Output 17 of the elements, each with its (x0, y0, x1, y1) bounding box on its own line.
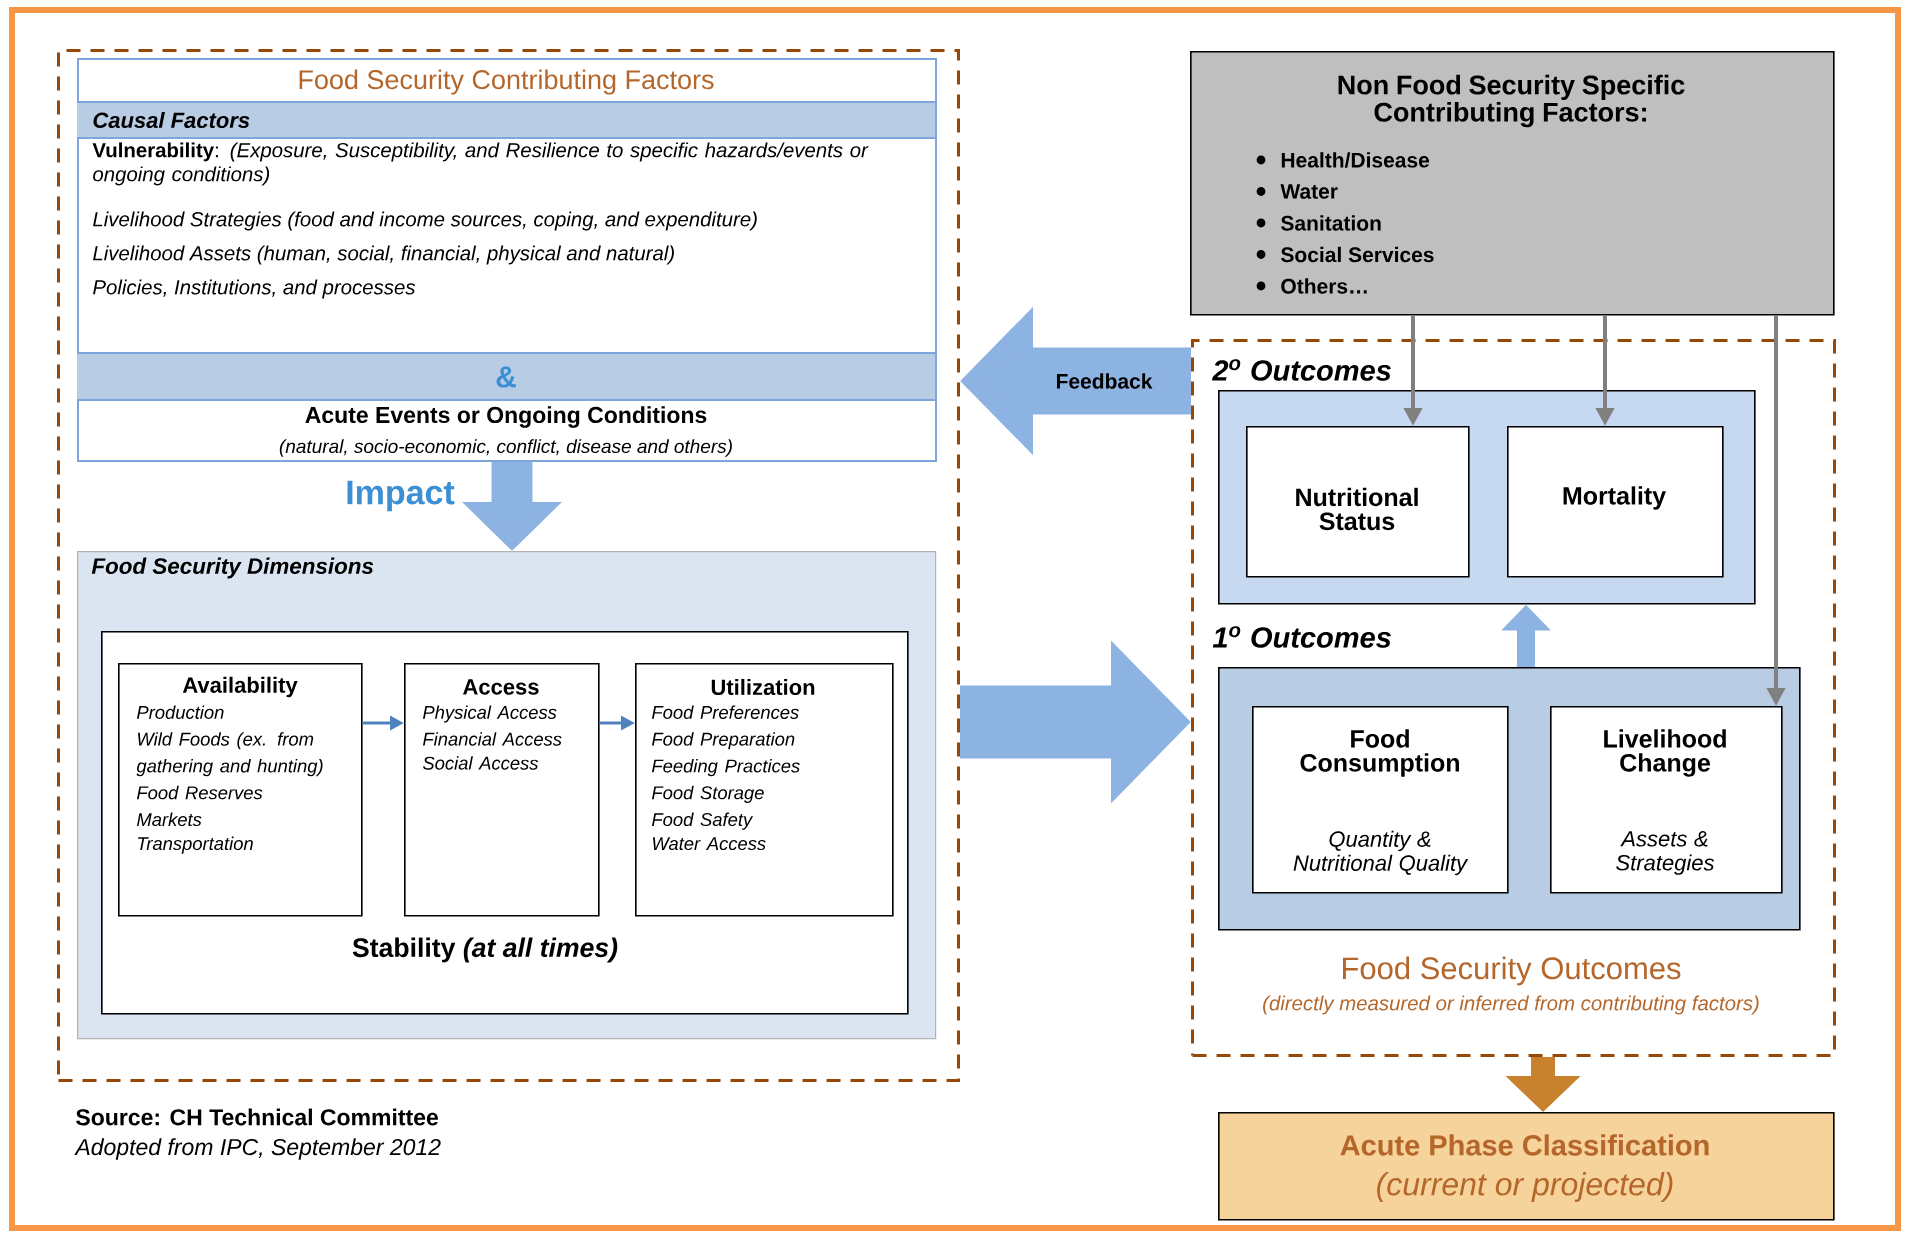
outcome-box: Food Consumption Quantity & Nutritional Quality (1252, 706, 1509, 894)
outcome-box: Nutritional Status (1246, 426, 1470, 578)
edge-label: Feedback (1053, 371, 1155, 391)
dimension-box: Availability Production Wild Foods (ex. from gathering and hunting) Food Reserves Markets Transportation (118, 663, 363, 917)
dimension-box: Access Physical Access Financial Access Social Access (404, 663, 600, 917)
node-label: 2$^{o}$ Outcomes (1211, 359, 1391, 381)
factors-box: Food Security Contributing Factors Causal Factors Vulnerability: (Exposure, Susceptibility, and Resilience to specific hazards/events or ongoing conditions) Livelihood Strategies (food and income sources, coping, and expenditure) Livelihood Assets (human, social, financial, physical and natural) Policies, Institutions, and processes & Acute Events or Ongoing Conditions (natural, socio-economic, conflict, disease and others) (76, 58, 937, 462)
outcome-box: Livelihood Change Assets & Strategies (1550, 706, 1783, 894)
dashed-group-frame (57, 49, 960, 1082)
source-note: Source: CH Technical Committee (76, 1108, 438, 1126)
edge-label: Impact (343, 478, 457, 514)
factors-box: Non Food Security Specific Contributing Factors: Health/Disease Water Sanitation Social Services Others… (1190, 51, 1835, 316)
classification-box: Acute Phase Classification (current or projected) (1218, 1112, 1835, 1221)
node-label: 1$^{o}$ Outcomes (1212, 626, 1391, 648)
dimension-box: Utilization Food Preferences Food Preparation Feeding Practices Food Storage Food Safety Water Access (635, 663, 894, 917)
outcome-box: Mortality (1507, 426, 1724, 578)
source-note: Adopted from IPC, September 2012 (74, 1138, 441, 1160)
